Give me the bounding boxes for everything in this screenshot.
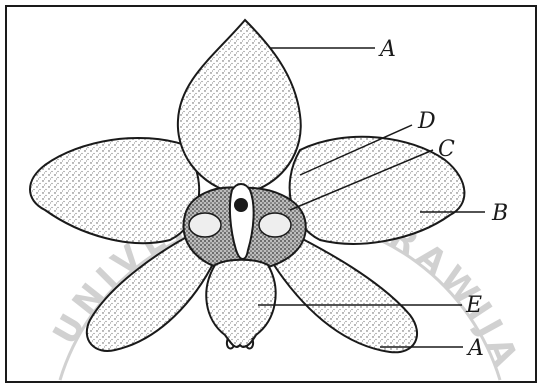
callout-label-a-top: A	[378, 37, 396, 62]
petal-left	[30, 138, 199, 243]
callout-label-d: D	[417, 109, 436, 134]
labellum-side-lobe-left	[189, 213, 221, 237]
callout-label-c: C	[438, 137, 455, 162]
labellum-side-lobe-right-c	[259, 213, 291, 237]
callout-label-a-bottom: A	[466, 336, 484, 361]
callout-label-e: E	[465, 293, 482, 318]
anther-cap	[234, 198, 248, 212]
labellum-e	[206, 260, 275, 347]
sepal-dorsal-a	[178, 20, 301, 195]
callout-label-b: B	[491, 201, 508, 226]
